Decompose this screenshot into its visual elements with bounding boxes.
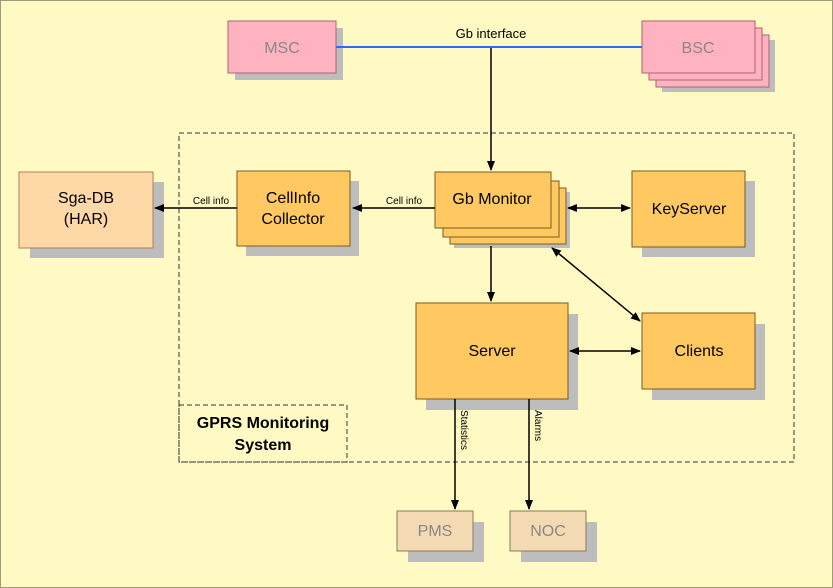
cellinfo-collector-node: CellInfo Collector xyxy=(236,170,359,256)
cellinfo-label-line-1: CellInfo xyxy=(266,190,320,207)
server-node: Server xyxy=(415,302,578,410)
pms-node: PMS xyxy=(396,510,484,562)
gb-monitor-node: Gb Monitor xyxy=(434,171,570,248)
gb-monitor-label: Gb Monitor xyxy=(452,191,532,208)
gb-interface-label: Gb interface xyxy=(456,26,527,41)
sga-db-node: Sga-DB (HAR) xyxy=(18,171,164,258)
monitor-clients-arrow xyxy=(551,247,641,322)
cellinfo-label-line-2: Collector xyxy=(261,211,325,228)
clients-label: Clients xyxy=(675,343,724,360)
msc-label: MSC xyxy=(264,40,300,57)
bsc-label: BSC xyxy=(682,40,715,57)
cell-info-label-left: Cell info xyxy=(193,196,230,207)
noc-node: NOC xyxy=(509,510,597,562)
statistics-label: Statistics xyxy=(458,410,469,450)
server-label: Server xyxy=(468,343,516,360)
keyserver-label: KeyServer xyxy=(652,201,727,218)
pms-label: PMS xyxy=(418,523,453,540)
alarms-label: Alarms xyxy=(532,410,543,441)
noc-label: NOC xyxy=(530,523,566,540)
clients-node: Clients xyxy=(641,312,765,400)
sga-db-label-line-2: (HAR) xyxy=(64,211,108,228)
bsc-node: BSC xyxy=(641,20,775,92)
msc-node: MSC xyxy=(227,20,343,80)
system-label-line-1: GPRS Monitoring xyxy=(197,415,329,432)
system-label-box: GPRS Monitoring System xyxy=(178,404,348,463)
system-boundary xyxy=(178,132,795,463)
keyserver-node: KeyServer xyxy=(631,170,755,257)
sga-db-label-line-1: Sga-DB xyxy=(58,190,114,207)
system-label-line-2: System xyxy=(235,437,292,454)
cell-info-label-right: Cell info xyxy=(386,196,423,207)
